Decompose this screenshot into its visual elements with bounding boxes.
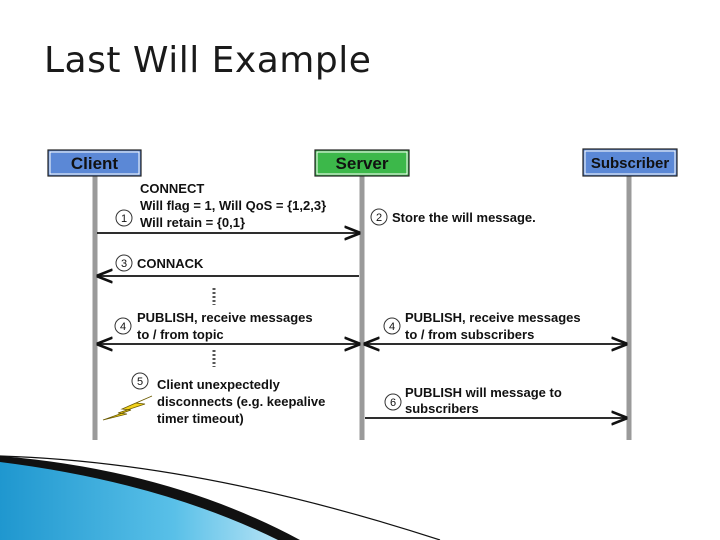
step-4b-line-2: to / from subscribers [405,327,534,342]
step-2-line-1: Store the will message. [392,210,536,225]
step-4b-number: 4 [389,321,395,333]
step-6-number: 6 [390,397,396,409]
step-1-number: 1 [121,213,127,225]
corner-teal-shape [0,456,290,540]
step-1-line-1: CONNECT [140,181,204,196]
step-4b-badge: 4 [383,317,401,335]
step-6-badge: 6 [384,393,402,411]
step-5-badge: 5 [131,372,149,390]
server-label: Server [336,154,389,173]
step-4a-number: 4 [120,321,126,333]
step-4a-line-1: PUBLISH, receive messages [137,310,313,325]
step-5-line-1: Client unexpectedly [157,377,281,392]
step-6-line-1: PUBLISH will message to [405,385,562,400]
step-1-badge: 1 [115,209,133,227]
step-1-line-3: Will retain = {0,1} [140,215,245,230]
step-1-line-2: Will flag = 1, Will QoS = {1,2,3} [140,198,326,213]
client-label: Client [71,154,119,173]
step-3-line-1: CONNACK [137,256,204,271]
step-5-line-3: timer timeout) [157,411,244,426]
corner-thin-line [0,455,441,540]
client-box: Client [47,149,142,177]
step-5-number: 5 [137,376,143,388]
server-box: Server [314,149,410,177]
subscriber-box: Subscriber [582,148,678,177]
step-5-line-2: disconnects (e.g. keepalive [157,394,325,409]
corner-dark-swoosh [0,456,300,540]
step-2-badge: 2 [370,208,388,226]
step-3-badge: 3 [115,254,133,272]
lightning-icon [102,395,153,421]
step-3-number: 3 [121,258,127,270]
slide-title: Last Will Example [44,40,372,81]
step-2-number: 2 [376,212,382,224]
step-6-line-2: subscribers [405,401,479,416]
subscriber-label: Subscriber [591,155,670,172]
step-4b-line-1: PUBLISH, receive messages [405,310,581,325]
step-4a-badge: 4 [114,317,132,335]
step-4a-line-2: to / from topic [137,327,224,342]
